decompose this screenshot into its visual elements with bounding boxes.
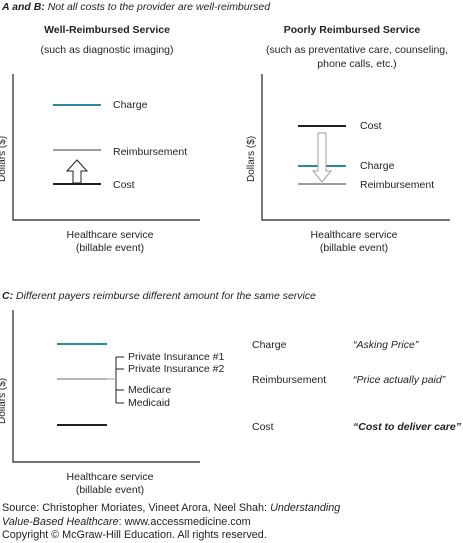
panel-b-x-axis-line2: (billable event) xyxy=(319,242,389,254)
panel-a-reimbursement-label: Reimbursement xyxy=(113,146,188,158)
section-ab-prefix: A and B: xyxy=(2,1,45,13)
panel-b-y-axis-label: Dollars ($) xyxy=(246,135,257,182)
panel-c-x-axis-line2: (billable event) xyxy=(75,484,145,496)
panel-c-x-axis-line1: Healthcare service xyxy=(66,471,154,483)
panel-b-charge-label: Charge xyxy=(360,160,395,172)
panel-a-cost-label: Cost xyxy=(113,179,135,191)
panel-a-axes xyxy=(12,74,200,221)
panel-b-cost-label: Cost xyxy=(360,120,382,132)
source-line2-italic: Value-Based Healthcare xyxy=(2,515,119,528)
legend-term-cost: Cost xyxy=(252,421,274,433)
panel-b-x-axis-line1: Healthcare service xyxy=(310,229,398,241)
panel-c-payer-bracket xyxy=(107,356,124,404)
panel-b-subtitle-line2: phone calls, etc.) xyxy=(317,57,397,70)
panel-b-reimbursement-label: Reimbursement xyxy=(360,179,435,191)
section-ab-header: A and B: Not all costs to the provider a… xyxy=(2,1,270,13)
section-c-header: C: Different payers reimburse different … xyxy=(2,290,316,302)
panel-b-subtitle-line1: (such as preventative care, counseling, xyxy=(265,44,449,56)
panel-a-charge-label: Charge xyxy=(113,99,148,111)
legend-meaning-reimbursement: “Price actually paid” xyxy=(353,374,446,386)
source-line1-italic: Understanding xyxy=(270,502,341,514)
panel-a-y-axis-label: Dollars ($) xyxy=(0,135,8,182)
panel-a-title: Well-Reimbursed Service xyxy=(44,24,170,36)
source-line1-prefix: Source: Christopher Moriates, Vineet Aro… xyxy=(2,502,271,514)
source-line-2: Value-Based Healthcare: www.accessmedici… xyxy=(2,516,340,530)
panel-c-x-axis-label: Healthcare service (billable event) xyxy=(30,471,190,497)
legend-meaning-cost: “Cost to deliver care” xyxy=(353,421,461,433)
section-c-text: Different payers reimburse different amo… xyxy=(13,290,316,302)
panel-b-down-arrow xyxy=(311,132,333,183)
section-c-prefix: C: xyxy=(2,290,14,302)
panel-c-axes xyxy=(12,310,200,463)
payer-label-3: Medicaid xyxy=(128,397,171,409)
panel-c-y-axis-label: Dollars ($) xyxy=(0,377,8,424)
source-line-1: Source: Christopher Moriates, Vineet Aro… xyxy=(2,502,340,516)
panel-a-x-axis-line1: Healthcare service xyxy=(66,229,154,241)
legend-term-reimbursement: Reimbursement xyxy=(252,374,327,386)
panel-b-x-axis-label: Healthcare service (billable event) xyxy=(274,229,434,255)
panel-a-x-axis-label: Healthcare service (billable event) xyxy=(30,229,190,255)
section-ab-text: Not all costs to the provider are well-r… xyxy=(44,1,271,13)
source-line-3: Copyright © McGraw-Hill Education. All r… xyxy=(2,529,267,542)
panel-a-x-axis-line2: (billable event) xyxy=(75,242,145,254)
payer-label-0: Private Insurance #1 xyxy=(128,351,225,363)
panel-b-subtitle: (such as preventative care, counseling, … xyxy=(252,44,462,71)
payer-label-2: Medicare xyxy=(128,384,172,396)
panel-a-subtitle: (such as diagnostic imaging) xyxy=(40,44,174,56)
source-credit: Source: Christopher Moriates, Vineet Aro… xyxy=(2,502,340,543)
panel-b-title: Poorly Reimbursed Service xyxy=(283,24,421,36)
panel-a-up-arrow xyxy=(65,159,89,184)
payer-label-1: Private Insurance #2 xyxy=(128,363,225,375)
source-line2-rest: : www.accessmedicine.com xyxy=(118,515,251,528)
legend-meaning-charge: “Asking Price” xyxy=(353,339,419,351)
legend-term-charge: Charge xyxy=(252,339,287,351)
panel-b-axes xyxy=(261,74,450,221)
